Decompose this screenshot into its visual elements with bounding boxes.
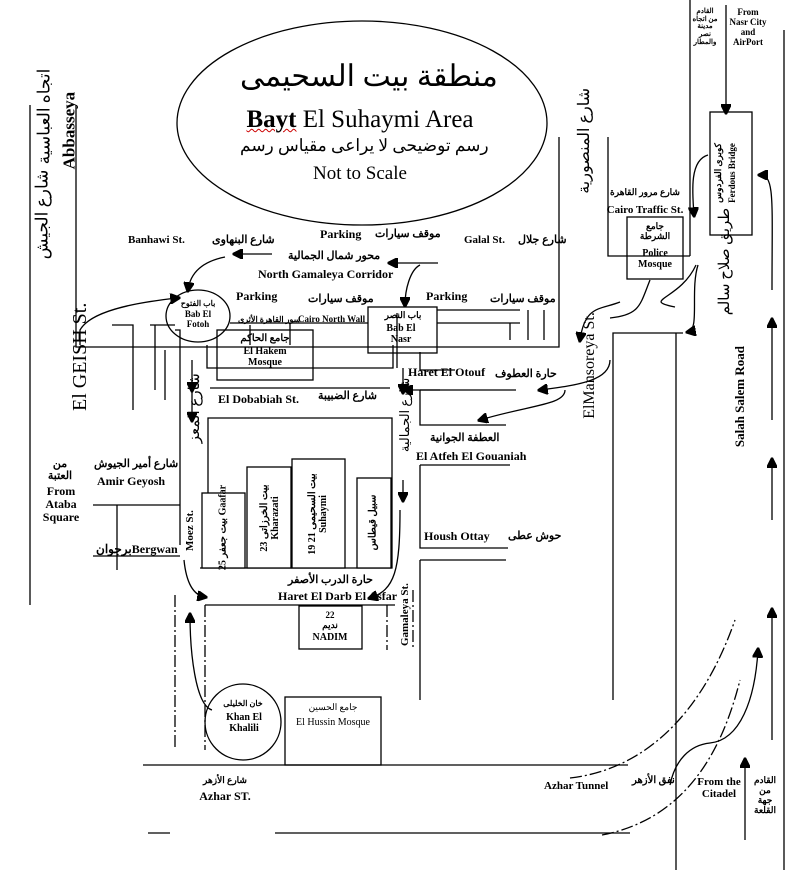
gamaleya-ar: شارع الجمالية [396,377,412,453]
khan-ar: خان الخليلى [223,699,263,708]
title-ellipse [176,20,548,226]
darb-en: Haret El Darb El Asfar [278,589,398,603]
title-english: Bayt El Suhaymi Area [220,106,500,134]
amir-en: Amir Geyosh [97,474,166,488]
parking-1-en: Parking [320,227,362,241]
khan-circle [204,683,282,761]
nadim-ar: نديم [322,620,338,630]
amir-ar: شارع أمير الجيوش [94,458,179,470]
bab-nasr-box [367,306,438,354]
ataba-en: From Ataba Square [42,484,80,525]
galal-ar: شارع جلال [518,234,567,246]
gaafar-box [201,492,246,569]
mansoreya-en: ElMansoreya St. [581,312,599,419]
scale-english: Not to Scale [313,163,407,184]
bergwan: برجوانBergwan [96,542,178,556]
hussin-en: El Hussin Mosque [296,717,370,728]
kharazati-label: بيت الخرزاتى 23 Kharazati [259,484,281,552]
banhawi-en: Banhawi St. [128,234,185,246]
corridor-en: North Gamaleya Corridor [258,267,394,281]
mansoreya-ar: شارع المنصورية [576,87,594,194]
tunnel-ar: نفق الأزهر [632,775,675,786]
salah-ar: طريق صلاح سالم [716,207,733,316]
dobabiah-ar: شارع الضبيبة [318,390,377,402]
nadim-box [298,605,363,650]
nasr-en: From Nasr City and AirPort [729,7,767,47]
block-outline [75,105,560,348]
wall-ar: سور القاهرة الأثرى [238,315,301,324]
nadim-en: NADIM [312,632,348,643]
ataba-ar: من العتبة [47,458,73,483]
police-box [626,216,684,280]
suhaymi-label: بيت السحيمى 21 19 Suhaymi [307,473,329,555]
atfeh-en: El Atfeh El Gouaniah [416,449,527,463]
parking-2-ar: موقف سيارات [308,293,374,305]
title-rest: El Suhaymi Area [302,106,474,133]
geish-ar: شارع الجيش [32,169,52,260]
bab-fotoh-ar: باب الفتوح [180,299,216,308]
bab-fotoh-ellipse [165,289,231,343]
traffic-en: Cairo Traffic St. [606,204,684,216]
hussin-ar: جامع الحسين [308,702,358,712]
azhar-ar: شارع الأزهر [203,775,247,785]
citadel-ar: القادم من جهة القلعة [753,775,777,815]
darb-ar: حارة الدرب الأصفر [288,574,373,586]
scale-arabic: رسم توضيحى لا يراعى مقياس رسم [240,136,489,155]
dobabiah-en: El Dobabiah St. [218,392,300,406]
police-ar: جامع الشرطة [639,221,671,241]
title-bold: Bayt [246,106,297,133]
citadel-en: From the Citadel [697,776,741,801]
hakem-ar: جامع الحاكم [240,333,290,344]
housh-en: Housh Ottay [424,529,490,543]
sabil-box [356,477,392,569]
gaafar-label: بيت جعفر 25 Gaafar [217,484,229,571]
tunnel-en: Azhar Tunnel [544,780,609,792]
nasr-ar: القادم من اتجاه مدينة نصر والمطار [692,7,718,46]
moez-ar: شارع المعز [186,373,203,444]
hakem-en: El Hakem Mosque [243,346,287,368]
kharazati-box [246,466,292,569]
nadim-num: 22 [325,610,335,620]
abbasseya-ar: اتجاه العباسية [34,68,54,165]
corridor-ar: محور شمال الجمالية [288,250,381,262]
parking-2-en: Parking [236,289,278,303]
bab-fotoh-en: Bab El Fotoh [184,309,212,329]
atfeh-ar: العطفة الجوانية [430,432,500,444]
police-en: Police Mosque [638,248,672,270]
azhar-en: Azhar ST. [199,789,251,803]
moez-en: Moez St. [183,510,196,552]
title-arabic: منطقة بيت السحيمى [240,60,498,93]
geish-en: El GEISH St. [69,302,91,411]
ferdous-en: Ferdous Bridge [727,143,738,203]
sabil-label: سبيل قيطاس [367,494,379,551]
abbasseya-en: Abbasseya [59,91,79,170]
banhawi-ar: شارع البنهاوى [212,234,275,246]
hakem-box [216,329,314,381]
suhaymi-box [291,458,346,569]
gamaleya-en: Gamaleya St. [398,583,411,647]
ferdous-ar: كوبرى الفردوس [713,143,724,203]
traffic-ar: شارع مرور القاهرة [610,187,680,197]
otouf-en: Haret El Otouf [408,365,486,379]
parking-3-en: Parking [426,289,468,303]
parking-1-ar: موقف سيارات [375,228,441,240]
salah-en: Salah Salem Road [731,346,747,448]
otouf-ar: حارة العطوف [495,368,557,380]
bab-nasr-en: Bab El Nasr [386,323,416,345]
khan-en: Khan El Khalili [226,712,262,734]
bab-nasr-ar: باب النصر [384,310,422,320]
parking-3-ar: موقف سيارات [490,293,556,305]
wall-en: Cairo North Wall [298,314,366,324]
traffic-block [607,137,690,257]
housh-ar: حوش عطى [508,530,562,542]
galal-en: Galal St. [464,234,505,246]
